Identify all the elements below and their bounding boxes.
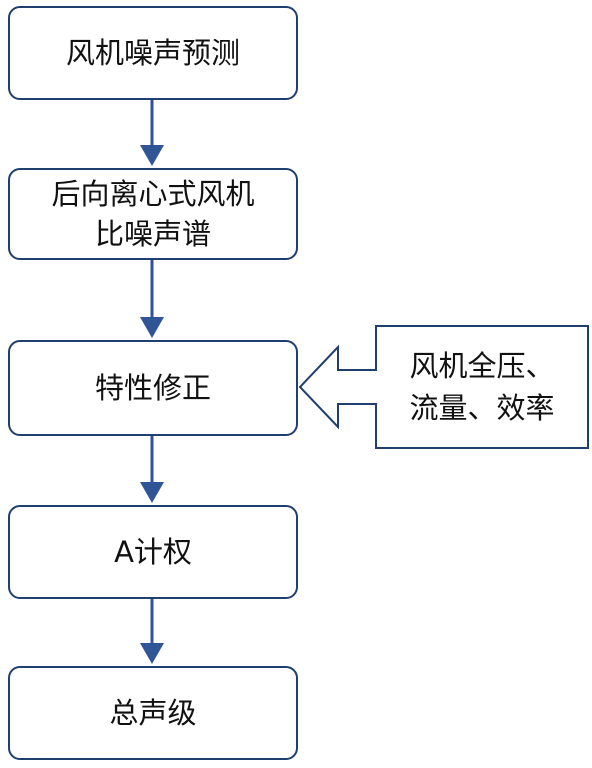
- step-total-sound-level: 总声级: [8, 666, 298, 760]
- step-label-line1: 后向离心式风机: [51, 177, 255, 211]
- arrow-step2-to-step3: [140, 260, 164, 338]
- step-label-line2: 比噪声谱: [94, 217, 211, 251]
- step-fan-noise-prediction: 风机噪声预测: [8, 6, 298, 100]
- side-input-callout: [298, 325, 589, 449]
- step-label: 风机噪声预测: [65, 36, 240, 70]
- arrow-step1-to-step2: [140, 100, 164, 166]
- side-input-line1: 风机全压、: [409, 349, 555, 383]
- arrow-step3-to-step4: [140, 436, 164, 503]
- step-a-weighting: A计权: [8, 505, 298, 599]
- side-input-text: 风机全压、 流量、效率: [378, 326, 586, 448]
- step-label: A计权: [114, 535, 192, 569]
- step-characteristic-correction: 特性修正: [8, 340, 298, 436]
- side-input-line2: 流量、效率: [409, 391, 555, 425]
- step-backward-centrifugal-spectrum: 后向离心式风机 比噪声谱: [8, 168, 298, 260]
- step-label: 特性修正: [94, 371, 211, 405]
- arrow-step4-to-step5: [140, 599, 164, 664]
- step-label: 总声级: [109, 696, 197, 730]
